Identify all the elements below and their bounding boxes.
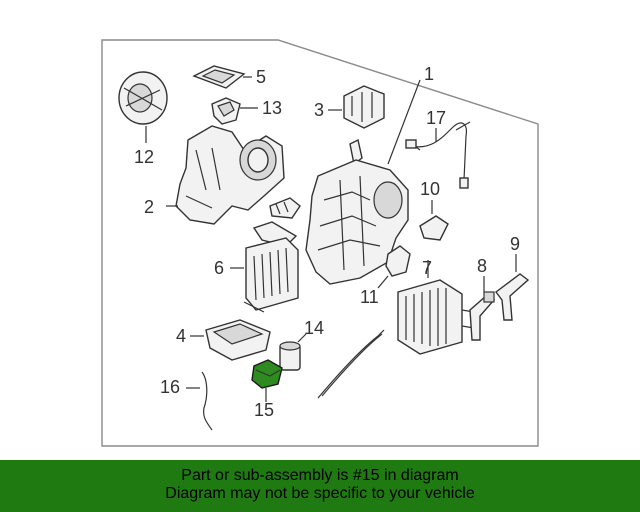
- banner-line-2: Diagram may not be specific to your vehi…: [165, 485, 475, 502]
- callout-13: 13: [262, 98, 282, 118]
- part-small-grille[interactable]: [269, 197, 301, 219]
- part-16-hose[interactable]: [201, 371, 213, 431]
- part-17-wiring-harness[interactable]: [405, 121, 471, 189]
- part-6-evaporator[interactable]: [243, 237, 299, 313]
- part-drain-tube[interactable]: [317, 329, 385, 399]
- part-7-heater-core[interactable]: [397, 279, 475, 355]
- callout-4: 4: [176, 326, 186, 346]
- part-13-seal[interactable]: [211, 97, 241, 125]
- part-15-highlighted[interactable]: [251, 359, 283, 389]
- part-4-filter-tray[interactable]: [205, 319, 271, 361]
- part-3-actuator[interactable]: [343, 85, 385, 129]
- callout-17: 17: [426, 108, 446, 128]
- part-14-valve[interactable]: [279, 341, 301, 371]
- callout-2: 2: [144, 197, 154, 217]
- part-11-actuator[interactable]: [385, 245, 411, 277]
- parts-diagram: 12 5 13 2 3 1: [101, 39, 539, 447]
- callout-14: 14: [304, 318, 324, 338]
- part-12-blower-motor[interactable]: [118, 71, 168, 125]
- callout-5: 5: [256, 67, 266, 87]
- callout-8: 8: [477, 256, 487, 276]
- part-2-blower-housing[interactable]: [175, 125, 285, 225]
- banner-line-1: Part or sub-assembly is #15 in diagram: [181, 467, 459, 484]
- callout-16: 16: [160, 377, 180, 397]
- callout-12: 12: [134, 147, 154, 167]
- part-5-filter-frame[interactable]: [192, 65, 246, 89]
- callout-1: 1: [424, 64, 434, 84]
- callout-10: 10: [420, 179, 440, 199]
- part-1-heater-case[interactable]: [305, 159, 409, 285]
- callout-6: 6: [214, 258, 224, 278]
- part-10-sensor[interactable]: [419, 215, 449, 241]
- part-small-bracket[interactable]: [349, 138, 363, 166]
- part-8-pipe[interactable]: [469, 291, 496, 341]
- callout-7: 7: [422, 258, 432, 278]
- info-banner: Part or sub-assembly is #15 in diagram D…: [0, 460, 640, 512]
- callout-9: 9: [510, 234, 520, 254]
- callout-3: 3: [314, 100, 324, 120]
- callout-15: 15: [254, 400, 274, 420]
- part-9-pipe[interactable]: [495, 273, 530, 321]
- callout-11: 11: [360, 287, 379, 307]
